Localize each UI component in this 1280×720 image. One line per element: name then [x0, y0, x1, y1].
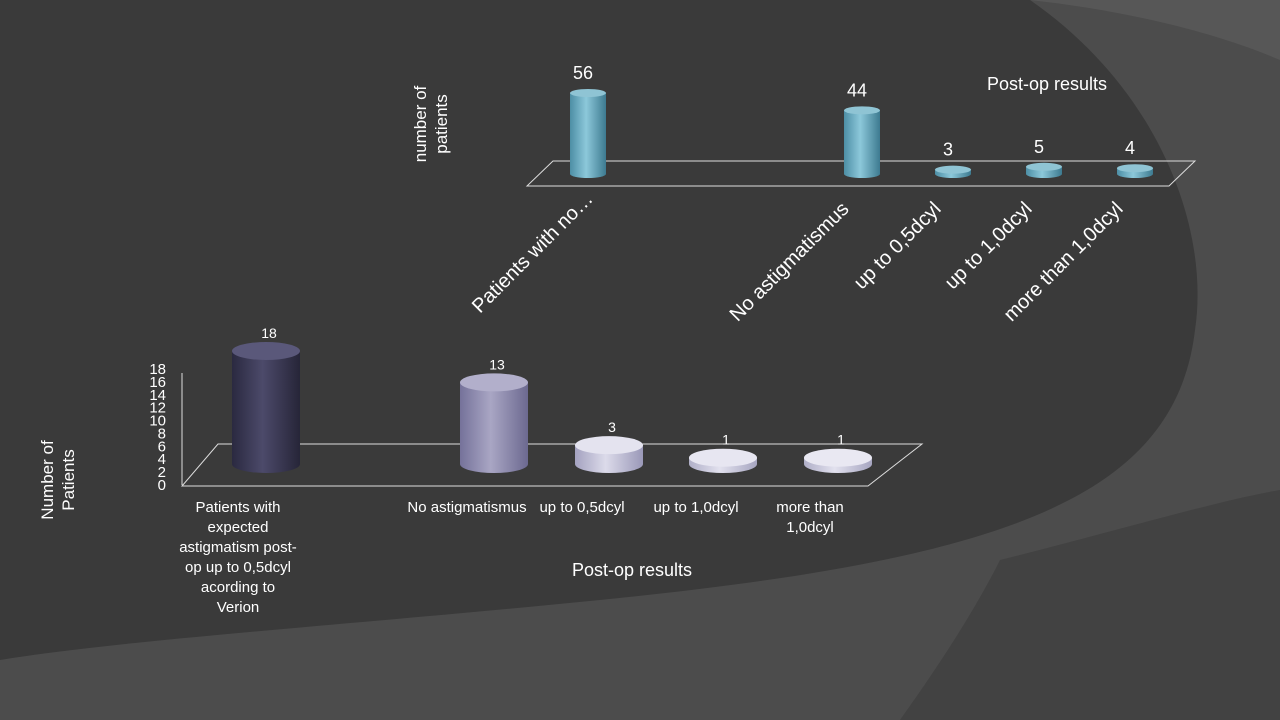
bottom-y-tick-label-5: 10 [149, 413, 166, 430]
bottom-y-tick-label-6: 12 [149, 400, 166, 417]
bottom-bar-2 [575, 436, 643, 473]
top-bar-3 [1026, 162, 1062, 178]
top-bar-0 [570, 89, 606, 178]
bottom-chart-x-axis-label: Post-op results [572, 560, 693, 580]
bottom-y-tick-label-9: 18 [149, 361, 166, 378]
top-bar-1 [844, 106, 880, 178]
svg-text:Patients: Patients [59, 449, 78, 510]
bottom-bar-3 [689, 448, 757, 473]
bottom-y-tick-label-2: 4 [158, 451, 166, 468]
top-data-label-0: 56 [573, 63, 593, 83]
svg-text:Number of: Number of [38, 440, 57, 520]
top-data-label-3: 5 [1034, 137, 1044, 157]
top-bar-2 [935, 165, 971, 178]
bottom-y-tick-label-8: 16 [149, 374, 166, 391]
top-category-label-1: No astigmatismus [726, 198, 854, 326]
top-bar-4 [1117, 164, 1153, 178]
top-data-label-4: 4 [1125, 138, 1135, 158]
bottom-category-label-1: No astigmatismus [407, 499, 527, 516]
bottom-data-label-1: 13 [489, 356, 505, 372]
bottom-data-label-0: 18 [261, 325, 277, 341]
bottom-y-tick-label-3: 6 [158, 438, 166, 455]
bottom-y-tick-label-7: 14 [149, 387, 166, 404]
bottom-bar-4 [804, 448, 872, 473]
bottom-category-label-0: Patients with expected astigmatism post-… [179, 499, 297, 616]
bottom-y-tick-label-0: 0 [158, 477, 166, 494]
top-chart: Post-op results number of patients 56 44 3… [411, 63, 1197, 326]
top-category-label-2: up to 0,5dcyl [850, 198, 946, 294]
bottom-bar-1 [460, 373, 528, 473]
bottom-chart-floor [180, 443, 924, 487]
bottom-data-label-2: 3 [608, 419, 616, 435]
bottom-category-label-4: more than 1,0dcyl [776, 499, 844, 536]
top-chart-y-axis-label: number of patients [411, 85, 451, 162]
bottom-data-label-4: 1 [837, 432, 845, 448]
top-category-label-3: up to 1,0dcyl [941, 198, 1037, 294]
top-chart-floor [525, 160, 1197, 187]
svg-text:number of: number of [411, 85, 430, 162]
svg-text:patients: patients [432, 94, 451, 154]
bottom-chart-y-axis-label: Number of Patients [38, 440, 78, 520]
bottom-category-label-3: up to 1,0dcyl [653, 499, 739, 516]
bottom-category-label-2: up to 0,5dcyl [539, 499, 625, 516]
bottom-bar-0 [232, 342, 300, 473]
top-data-label-2: 3 [943, 140, 953, 160]
bottom-y-tick-label-1: 2 [158, 464, 166, 481]
top-data-label-1: 44 [847, 80, 867, 100]
bottom-data-label-3: 1 [722, 432, 730, 448]
top-category-label-0: Patients with no… [468, 188, 598, 318]
top-chart-title: Post-op results [987, 74, 1107, 94]
bottom-y-tick-label-4: 8 [158, 425, 166, 442]
